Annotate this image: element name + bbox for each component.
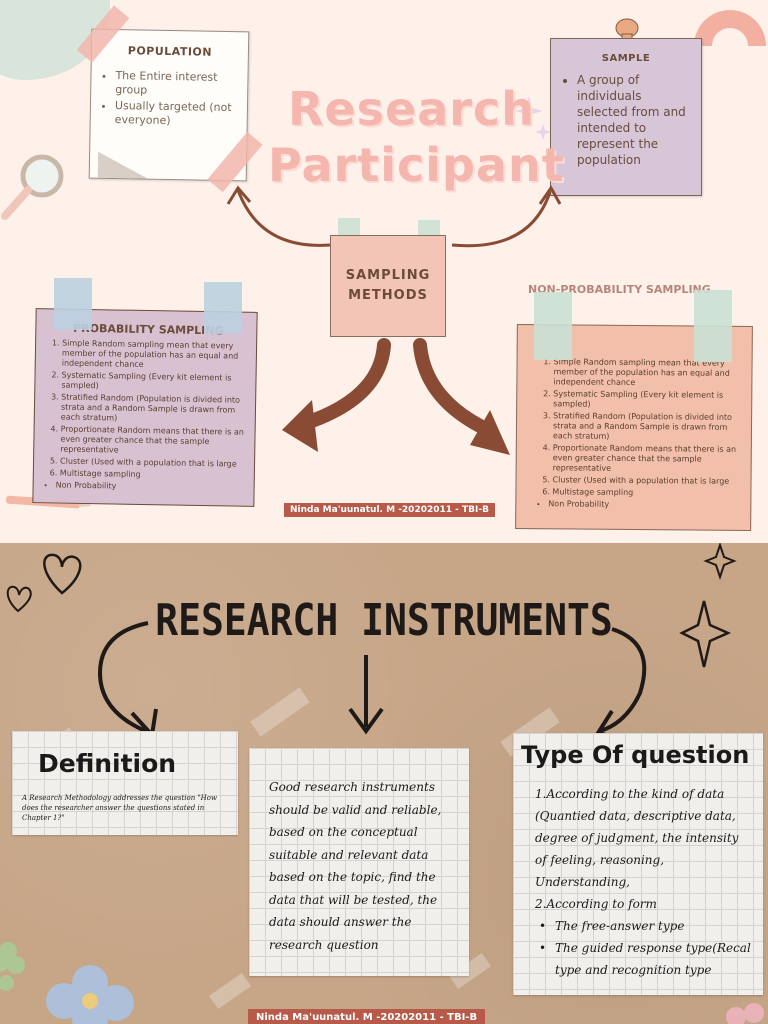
flower-icon (46, 965, 134, 1024)
non-probability-item: Multistage sampling (552, 487, 740, 499)
non-probability-item: Stratified Random (Population is divided… (553, 411, 741, 443)
star-icon (679, 600, 732, 668)
probability-extra: Non Probability (56, 480, 244, 493)
sample-note: SAMPLE A group of individuals selected f… (550, 38, 702, 196)
tape-strip (204, 282, 242, 334)
sampling-methods-label: SAMPLING METHODS (345, 268, 431, 303)
protractor-icon (694, 10, 766, 46)
flower-icon (726, 1003, 764, 1024)
non-probability-item: Systematic Sampling (Every kit element i… (553, 389, 741, 411)
author-badge: Ninda Ma'uunatul. M -20202011 - TBI-B (248, 1009, 486, 1024)
non-probability-heading: NON-PROBABILITY SAMPLING (528, 283, 711, 296)
instrument-criteria-text: Good research instruments should be vali… (269, 780, 442, 952)
type-of-question-line: 1.According to the kind of data (Quantie… (535, 787, 739, 889)
non-probability-extra: Non Probability (548, 499, 740, 511)
tape-strip (694, 290, 732, 362)
non-probability-item: Proportionate Random means that there is… (553, 443, 741, 475)
star-icon (703, 543, 737, 581)
definition-card: Definition A Research Methodology addres… (12, 731, 238, 835)
title-participant: Participant (268, 138, 565, 192)
research-instruments-panel: RESEARCH INSTRUMENTS Definition A Resear… (0, 543, 768, 1024)
instrument-criteria-card: Good research instruments should be vali… (249, 748, 469, 976)
type-of-question-bullet: The guided response type(Recal type and … (521, 937, 753, 981)
type-of-question-line: 2.According to form (535, 897, 657, 911)
type-of-question-card: Type Of question 1.According to the kind… (513, 733, 763, 995)
author-badge: Ninda Ma'uunatul. M -20202011 - TBI-B (284, 503, 495, 517)
tape-strip (534, 292, 572, 360)
type-of-question-heading: Type Of question (521, 741, 750, 769)
probability-item: Multistage sampling (60, 469, 244, 482)
sample-item: A group of individuals selected from and… (577, 72, 689, 168)
title-research: Research (288, 82, 535, 136)
probability-note: PROBABILITY SAMPLING Simple Random sampl… (32, 308, 258, 507)
heart-icon (6, 585, 32, 613)
probability-item: Proportionate Random means that there is… (60, 425, 244, 458)
arrow-lines (226, 185, 562, 455)
probability-item: Simple Random sampling mean that every m… (62, 339, 246, 372)
magnifier-icon (1, 154, 64, 220)
non-probability-item: Cluster (Used with a population that is … (552, 475, 740, 487)
tape-strip (54, 278, 92, 330)
definition-heading: Definition (38, 749, 177, 778)
non-probability-item: Simple Random sampling mean that every m… (553, 357, 741, 389)
sampling-methods-box: SAMPLING METHODS (330, 235, 446, 337)
heart-icon (43, 553, 82, 595)
probability-item: Systematic Sampling (Every kit element i… (61, 371, 245, 394)
sample-heading: SAMPLE (601, 53, 651, 64)
research-participant-panel: POPULATION The Entire interest group Usu… (0, 0, 768, 543)
type-of-question-bullet: The free-answer type (521, 915, 753, 937)
probability-item: Stratified Random (Population is divided… (61, 393, 245, 426)
definition-text: A Research Methodology addresses the que… (22, 794, 217, 822)
flower-icon (0, 942, 25, 991)
research-instruments-title: RESEARCH INSTRUMENTS (155, 594, 613, 646)
probability-item: Cluster (Used with a population that is … (60, 457, 244, 470)
sparkle-icon (515, 96, 551, 140)
